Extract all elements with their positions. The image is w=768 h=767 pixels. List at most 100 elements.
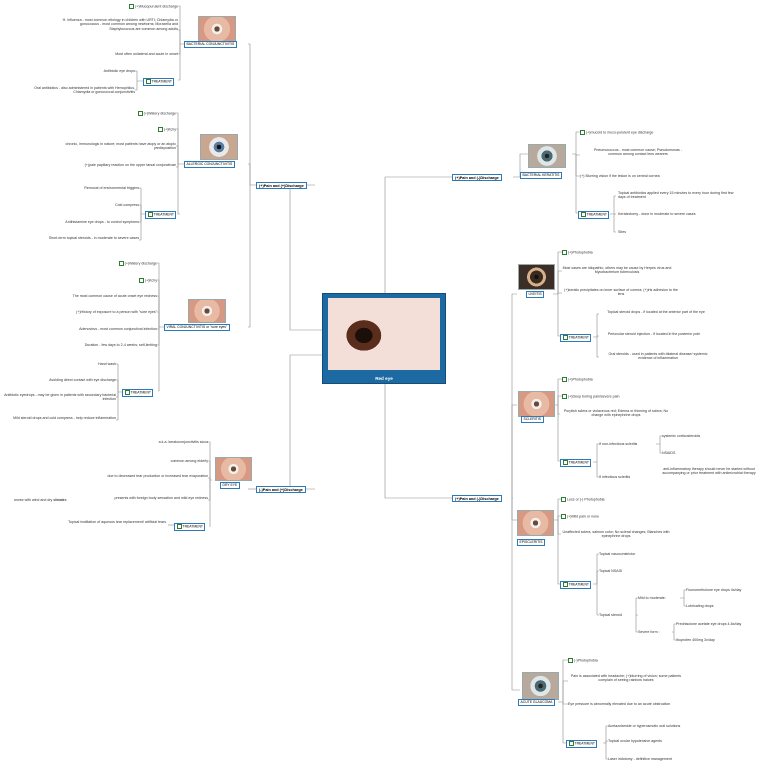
de-treatment-node[interactable]: TREATMENT <box>174 523 206 531</box>
pin-icon <box>562 250 567 255</box>
episcleritis-node[interactable]: EPISCLERITIS <box>517 539 545 546</box>
ac-treat-steroids: Short-term topical steroids - in moderat… <box>48 236 139 240</box>
vc-treat-antibiotic: Antibiotic eyedrops - may be given in pa… <box>4 393 116 402</box>
branch-pain-discharge[interactable]: (+)Pain and (+)Discharge <box>256 182 307 190</box>
uveitis-image <box>518 264 555 290</box>
scleritis-image <box>518 391 555 417</box>
ep-item-photophobia: Less or (-) Photophobia <box>561 497 605 502</box>
ep-severe-ibuprofen: Ibuprofen 400mg 3x/day <box>676 638 715 642</box>
scleritis-node[interactable]: SCLERITIS <box>521 416 544 423</box>
vc-item-itchy: (+)Itchy <box>138 278 157 283</box>
ag-item-photophobia: (-)Photophobia <box>568 658 598 663</box>
ac-item-watery: (+)Watery discharge <box>137 111 176 116</box>
bk-item-pneumococcus: Pneumococcus - most common cause; Pseudo… <box>593 148 683 157</box>
sc-treat-infectious: If infectious scleritis <box>599 475 631 479</box>
red-eye-photo <box>328 298 440 370</box>
vc-treat-avoid: Avoiding direct contact with eye dischar… <box>49 378 116 382</box>
dry-eye-node[interactable]: DRY EYE <box>220 482 240 489</box>
uv-treat-topical: Topical steroid drops - if located at th… <box>607 310 705 314</box>
bk-item-mucoid: (+)mucoid to muco-purulent eye discharge <box>580 130 653 135</box>
ep-steroid-mild: Mild to moderate: <box>638 596 666 600</box>
bk-treatment-node[interactable]: TREATMENT <box>578 211 610 219</box>
branch-pain-discharge-right[interactable]: (+)Pain and (-)Discharge <box>452 174 502 182</box>
de-item-wind: worse with wind and dry climates <box>14 498 67 502</box>
de-item-foreign-body: presents with foreign body sensation and… <box>114 496 209 500</box>
vc-item-common: The most common cause of acute onset eye… <box>72 294 158 298</box>
vc-item-duration: Duration - few days to 2-4 weeks; self-l… <box>84 343 157 347</box>
treatment-icon <box>568 741 574 747</box>
bk-treat-keratectomy: Keratectomy - done in moderate to severe… <box>618 212 696 216</box>
uv-treatment-node[interactable]: TREATMENT <box>560 334 592 342</box>
bacterial-keratitis-node[interactable]: BACTERIAL KERATITIS <box>520 172 562 179</box>
episcleritis-image <box>517 510 554 536</box>
pin-icon <box>118 261 124 266</box>
ac-item-chronic: chronic, immunologic in nature; most pat… <box>65 142 176 151</box>
treatment-icon <box>176 524 182 530</box>
central-topic-title: Red eye <box>375 376 393 381</box>
pin-icon <box>562 377 567 382</box>
uv-item-keratic: (+)keratic precipitates on inner surface… <box>564 288 678 297</box>
treatment-icon <box>562 335 568 341</box>
ac-item-itchy: (+)Itchy <box>157 127 176 132</box>
ep-mild-fluorometholone: Fluorometholone eye drops 4x/day <box>686 588 742 592</box>
ep-steroid-severe: Severe form : <box>638 630 660 634</box>
treatment-icon <box>562 460 568 466</box>
ag-treat-laser: Laser iridotomy - definitive management <box>608 757 672 761</box>
vc-treatment-node[interactable]: TREATMENT <box>122 389 154 397</box>
pin-icon <box>157 127 163 132</box>
ac-treat-antihistamine: Antihistamine eye drops - to control sym… <box>65 220 139 224</box>
pin-icon <box>129 4 135 9</box>
viral-conjunctivitis-node[interactable]: VIRAL CONJUNCTIVITIS or "sore eyes" <box>164 324 230 331</box>
ac-treat-removal: Removal of environmental triggers <box>84 186 139 190</box>
uveitis-node[interactable]: UVEITIS <box>526 291 545 298</box>
vc-treat-steroid: Mild steroid drops and cold compress - h… <box>13 416 116 420</box>
allergic-conjunctivitis-node[interactable]: ALLERGIC CONJUNCTIVITIS <box>184 161 235 168</box>
bc-item-etiology: H. influenza - most common etiology in c… <box>62 18 178 31</box>
bacterial-keratitis-image <box>528 144 566 168</box>
ep-treat-steroid: Topical steroid <box>599 613 622 617</box>
bk-treat-sites: Sites <box>618 230 626 234</box>
ag-item-headache: Pain is associated with headache; (+)blu… <box>570 674 682 683</box>
ep-treatment-node[interactable]: TREATMENT <box>560 581 592 589</box>
bk-treat-antibiotics: Topical antibiotics applied every 15 min… <box>618 191 734 200</box>
bk-item-blurring: (+) Blurring vision if the lesion is on … <box>580 174 660 178</box>
pin-icon <box>561 497 566 502</box>
central-topic-card[interactable]: Red eye <box>322 293 446 384</box>
de-treat-tears: Topical instillation of aqueous tear rep… <box>68 520 166 524</box>
acute-glaucoma-node[interactable]: ACUTE GLAUCOMA <box>518 699 555 706</box>
glaucoma-image <box>522 672 559 700</box>
ep-mild-lubricating: Lubricating drops <box>686 604 714 608</box>
bc-treatment-node[interactable]: TREATMENT <box>143 78 175 86</box>
vc-treat-handwash: Hand wash <box>98 362 116 366</box>
de-item-elderly: common among elderly <box>170 459 208 463</box>
pin-icon <box>562 394 567 399</box>
ac-item-papillary: (+)pale papillary reaction on the upper … <box>84 163 176 167</box>
ep-treat-vasoconstrictor: Topical vasoconstrictor <box>599 552 636 556</box>
ep-item-pain: (+)Mild pain or none <box>561 514 599 519</box>
bacterial-conjunctivitis-image <box>198 16 236 42</box>
uv-treat-periocular: Periocular steroid injection - if locate… <box>607 332 701 336</box>
pin-icon <box>138 278 144 283</box>
vc-item-exposure: (+)History of exposure to a person with … <box>76 310 157 314</box>
de-item-aka: a.k.a. keratoconjunctivitis sicca <box>158 440 208 444</box>
branch-pain-nodischarge[interactable]: (+)Pain and (-)Discharge <box>452 495 502 503</box>
pin-icon <box>561 514 566 519</box>
bc-item-onset: Most often unilateral and acute in onset <box>115 52 178 56</box>
ac-treatment-node[interactable]: TREATMENT <box>145 211 177 219</box>
vc-item-adenovirus: Adenovirus - most common conjunctival in… <box>79 327 157 331</box>
bc-item-discharge: (+)Mucopurulent discharge <box>129 4 178 9</box>
ag-treatment-node[interactable]: TREATMENT <box>566 740 598 748</box>
branch-nopain-discharge[interactable]: (-)Pain and (+)Discharge <box>256 486 306 494</box>
uv-item-idiopathic: Most cases are idiopathic; others may be… <box>562 266 672 275</box>
sc-non-infectious-steroids: systemic corticosteroids <box>662 434 701 438</box>
ag-treat-acetazolamide: Acetazolamide or hyperosmotic oral solut… <box>608 724 681 728</box>
sc-treatment-node[interactable]: TREATMENT <box>560 459 592 467</box>
bacterial-conjunctivitis-node[interactable]: BACTERIAL CONJUNCTIVITIS <box>184 41 237 48</box>
viral-conjunctivitis-image <box>188 299 226 323</box>
sc-item-pain: (+)Deep boring pain/severe pain <box>562 394 619 399</box>
treatment-icon <box>562 582 568 588</box>
uv-item-photophobia: (+)Photophobia <box>562 250 593 255</box>
sc-non-infectious-nsaids: NSAIDS <box>662 451 676 455</box>
ag-item-pressure: Eye pressure is abnormally elevated due … <box>568 702 671 706</box>
